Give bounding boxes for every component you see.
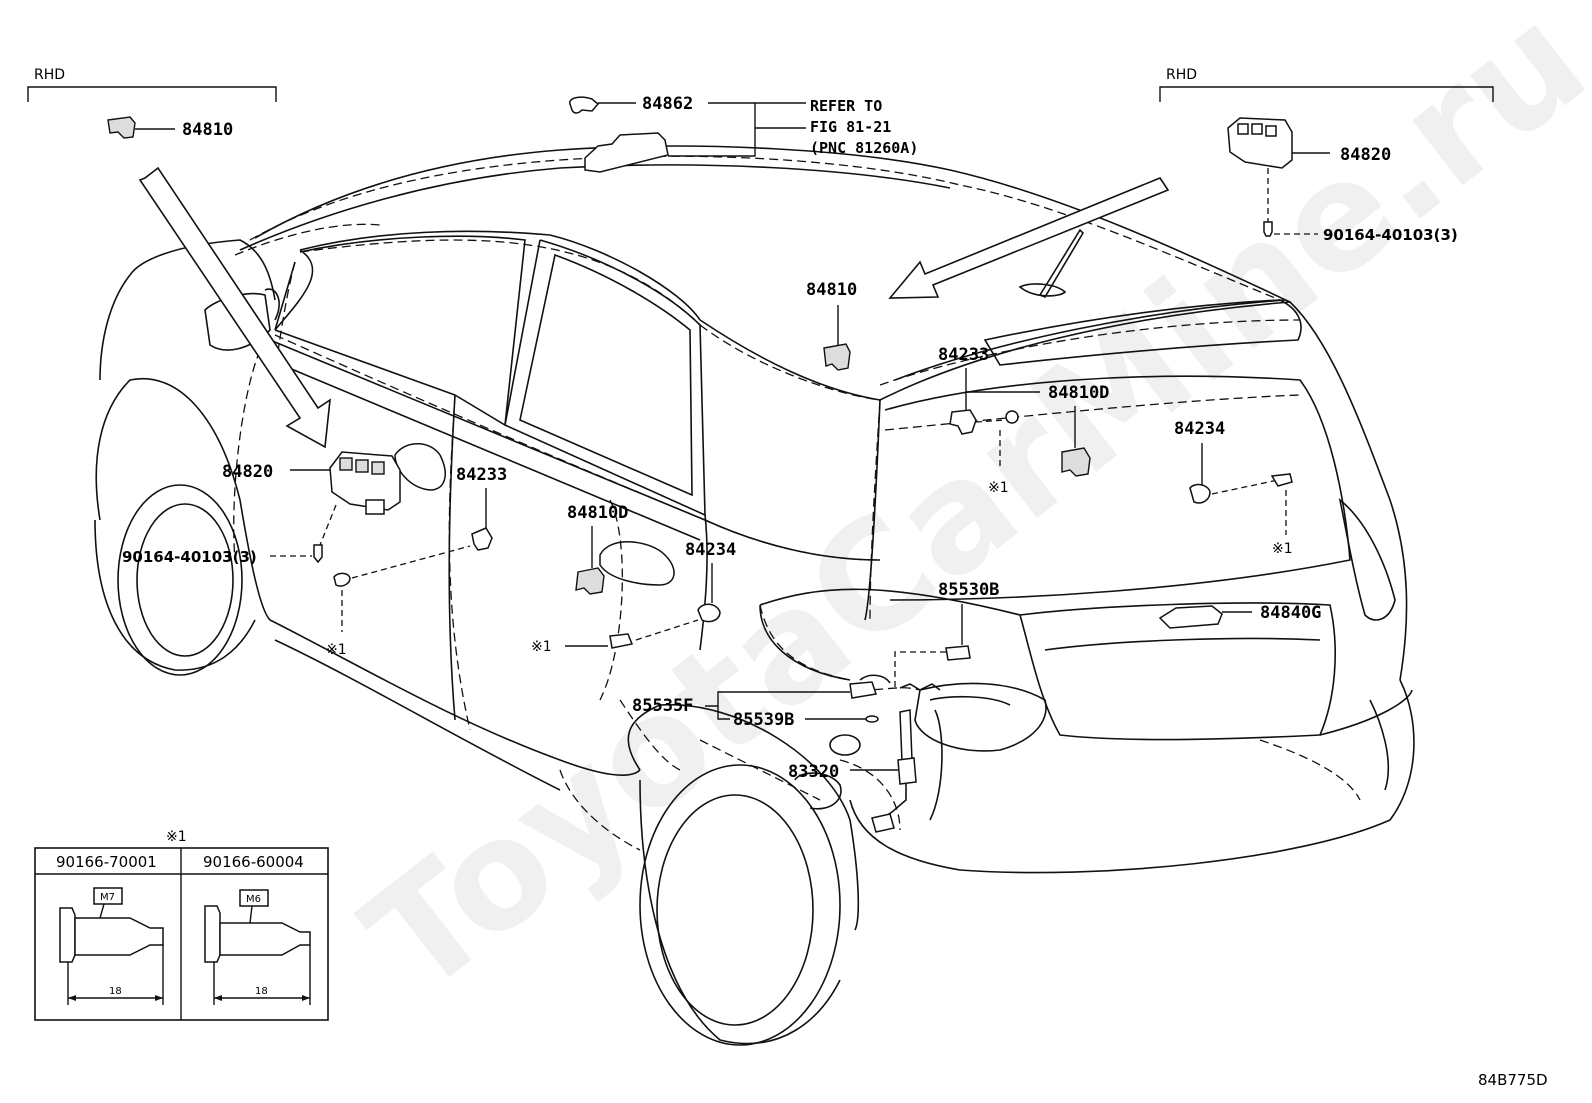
refer-line-1: REFER TO (810, 97, 882, 115)
part-84810D-door[interactable]: 84810D (567, 503, 628, 595)
part-label: 85530B (938, 580, 999, 600)
arrow-to-rear-switch (888, 177, 1170, 299)
part-label: 85539B (733, 710, 794, 730)
part-label: 90164-40103(3) (122, 548, 257, 566)
part-label: 84234 (685, 540, 736, 560)
bolt-table: ※1 90166-70001 90166-60004 M7 18 M6 (34, 829, 329, 1021)
part-label: 84820 (222, 462, 273, 482)
bolt-col1-size: M7 (100, 892, 115, 903)
part-label: 84810 (806, 280, 857, 300)
part-label: 90164-40103(3) (1323, 226, 1458, 244)
part-label: 83320 (788, 762, 839, 782)
ref-mark: ※1 (988, 480, 1009, 496)
part-label: 84810D (567, 503, 628, 523)
car-body-outline (94, 145, 1415, 1046)
ref-mark: ※1 (531, 639, 552, 655)
wiring-harness (233, 155, 1361, 851)
part-label: 84234 (1174, 419, 1225, 439)
part-84862[interactable]: 84862 (569, 94, 806, 173)
part-label: 85535F (632, 696, 693, 716)
rhd-bracket-right: RHD (1159, 67, 1494, 102)
ref-mark: ※1 (326, 642, 347, 658)
refer-note: REFER TO FIG 81-21 (PNC 81260A) (810, 97, 918, 157)
part-84234-rear[interactable]: 84234 ※1 (1174, 419, 1293, 557)
part-85535F[interactable]: 85535F (632, 674, 941, 720)
bolt-col1-part: 90166-70001 (56, 853, 157, 871)
part-label: 84233 (456, 465, 507, 485)
part-label: 84820 (1340, 145, 1391, 165)
part-label: 84840G (1260, 603, 1321, 623)
part-84233-door[interactable]: 84233 (456, 465, 507, 551)
bolt-m6-drawing: M6 18 (204, 889, 311, 1005)
part-label: 84862 (642, 94, 693, 114)
part-label: 84810D (1048, 383, 1109, 403)
part-84820-door[interactable]: 84820 (222, 451, 401, 546)
rhd-label-left: RHD (34, 67, 65, 83)
bolt-col1-length: 18 (109, 986, 122, 997)
part-84810-top-left[interactable]: 84810 (107, 116, 233, 140)
part-84840G[interactable]: 84840G (1158, 603, 1321, 629)
part-84810D-rear[interactable]: 84810D (966, 383, 1109, 477)
bolt-m7-drawing: M7 18 (59, 887, 164, 1005)
part-83320[interactable]: 83320 (788, 709, 917, 833)
ref-mark: ※1 (1272, 541, 1293, 557)
part-84820-top-right[interactable]: 84820 (1227, 117, 1391, 222)
bolt-col2-size: M6 (246, 894, 261, 905)
part-84234-door[interactable]: 84234 ※1 (531, 540, 736, 655)
bolt-col2-part: 90166-60004 (203, 853, 304, 871)
part-90164-door[interactable]: 90164-40103(3) ※1 (122, 544, 471, 658)
part-85530B[interactable]: 85530B (894, 580, 999, 690)
part-84233-rear[interactable]: 84233 ※1 (938, 345, 1019, 496)
table-ref-mark: ※1 (166, 829, 187, 845)
part-label: 84810 (182, 120, 233, 140)
arrow-to-door-switch (138, 166, 331, 449)
diagram-code: 84B775D (1478, 1071, 1548, 1089)
part-90164-top-right[interactable]: 90164-40103(3) (1263, 221, 1458, 244)
rhd-bracket-left: RHD (27, 67, 277, 102)
rhd-label-right: RHD (1166, 67, 1197, 83)
part-84810-roof[interactable]: 84810 (806, 280, 857, 371)
bolt-col2-length: 18 (255, 986, 268, 997)
part-label: 84233 (938, 345, 989, 365)
part-85539B[interactable]: 85539B (733, 710, 879, 730)
refer-line-3: (PNC 81260A) (810, 139, 918, 157)
refer-line-2: FIG 81-21 (810, 118, 891, 136)
